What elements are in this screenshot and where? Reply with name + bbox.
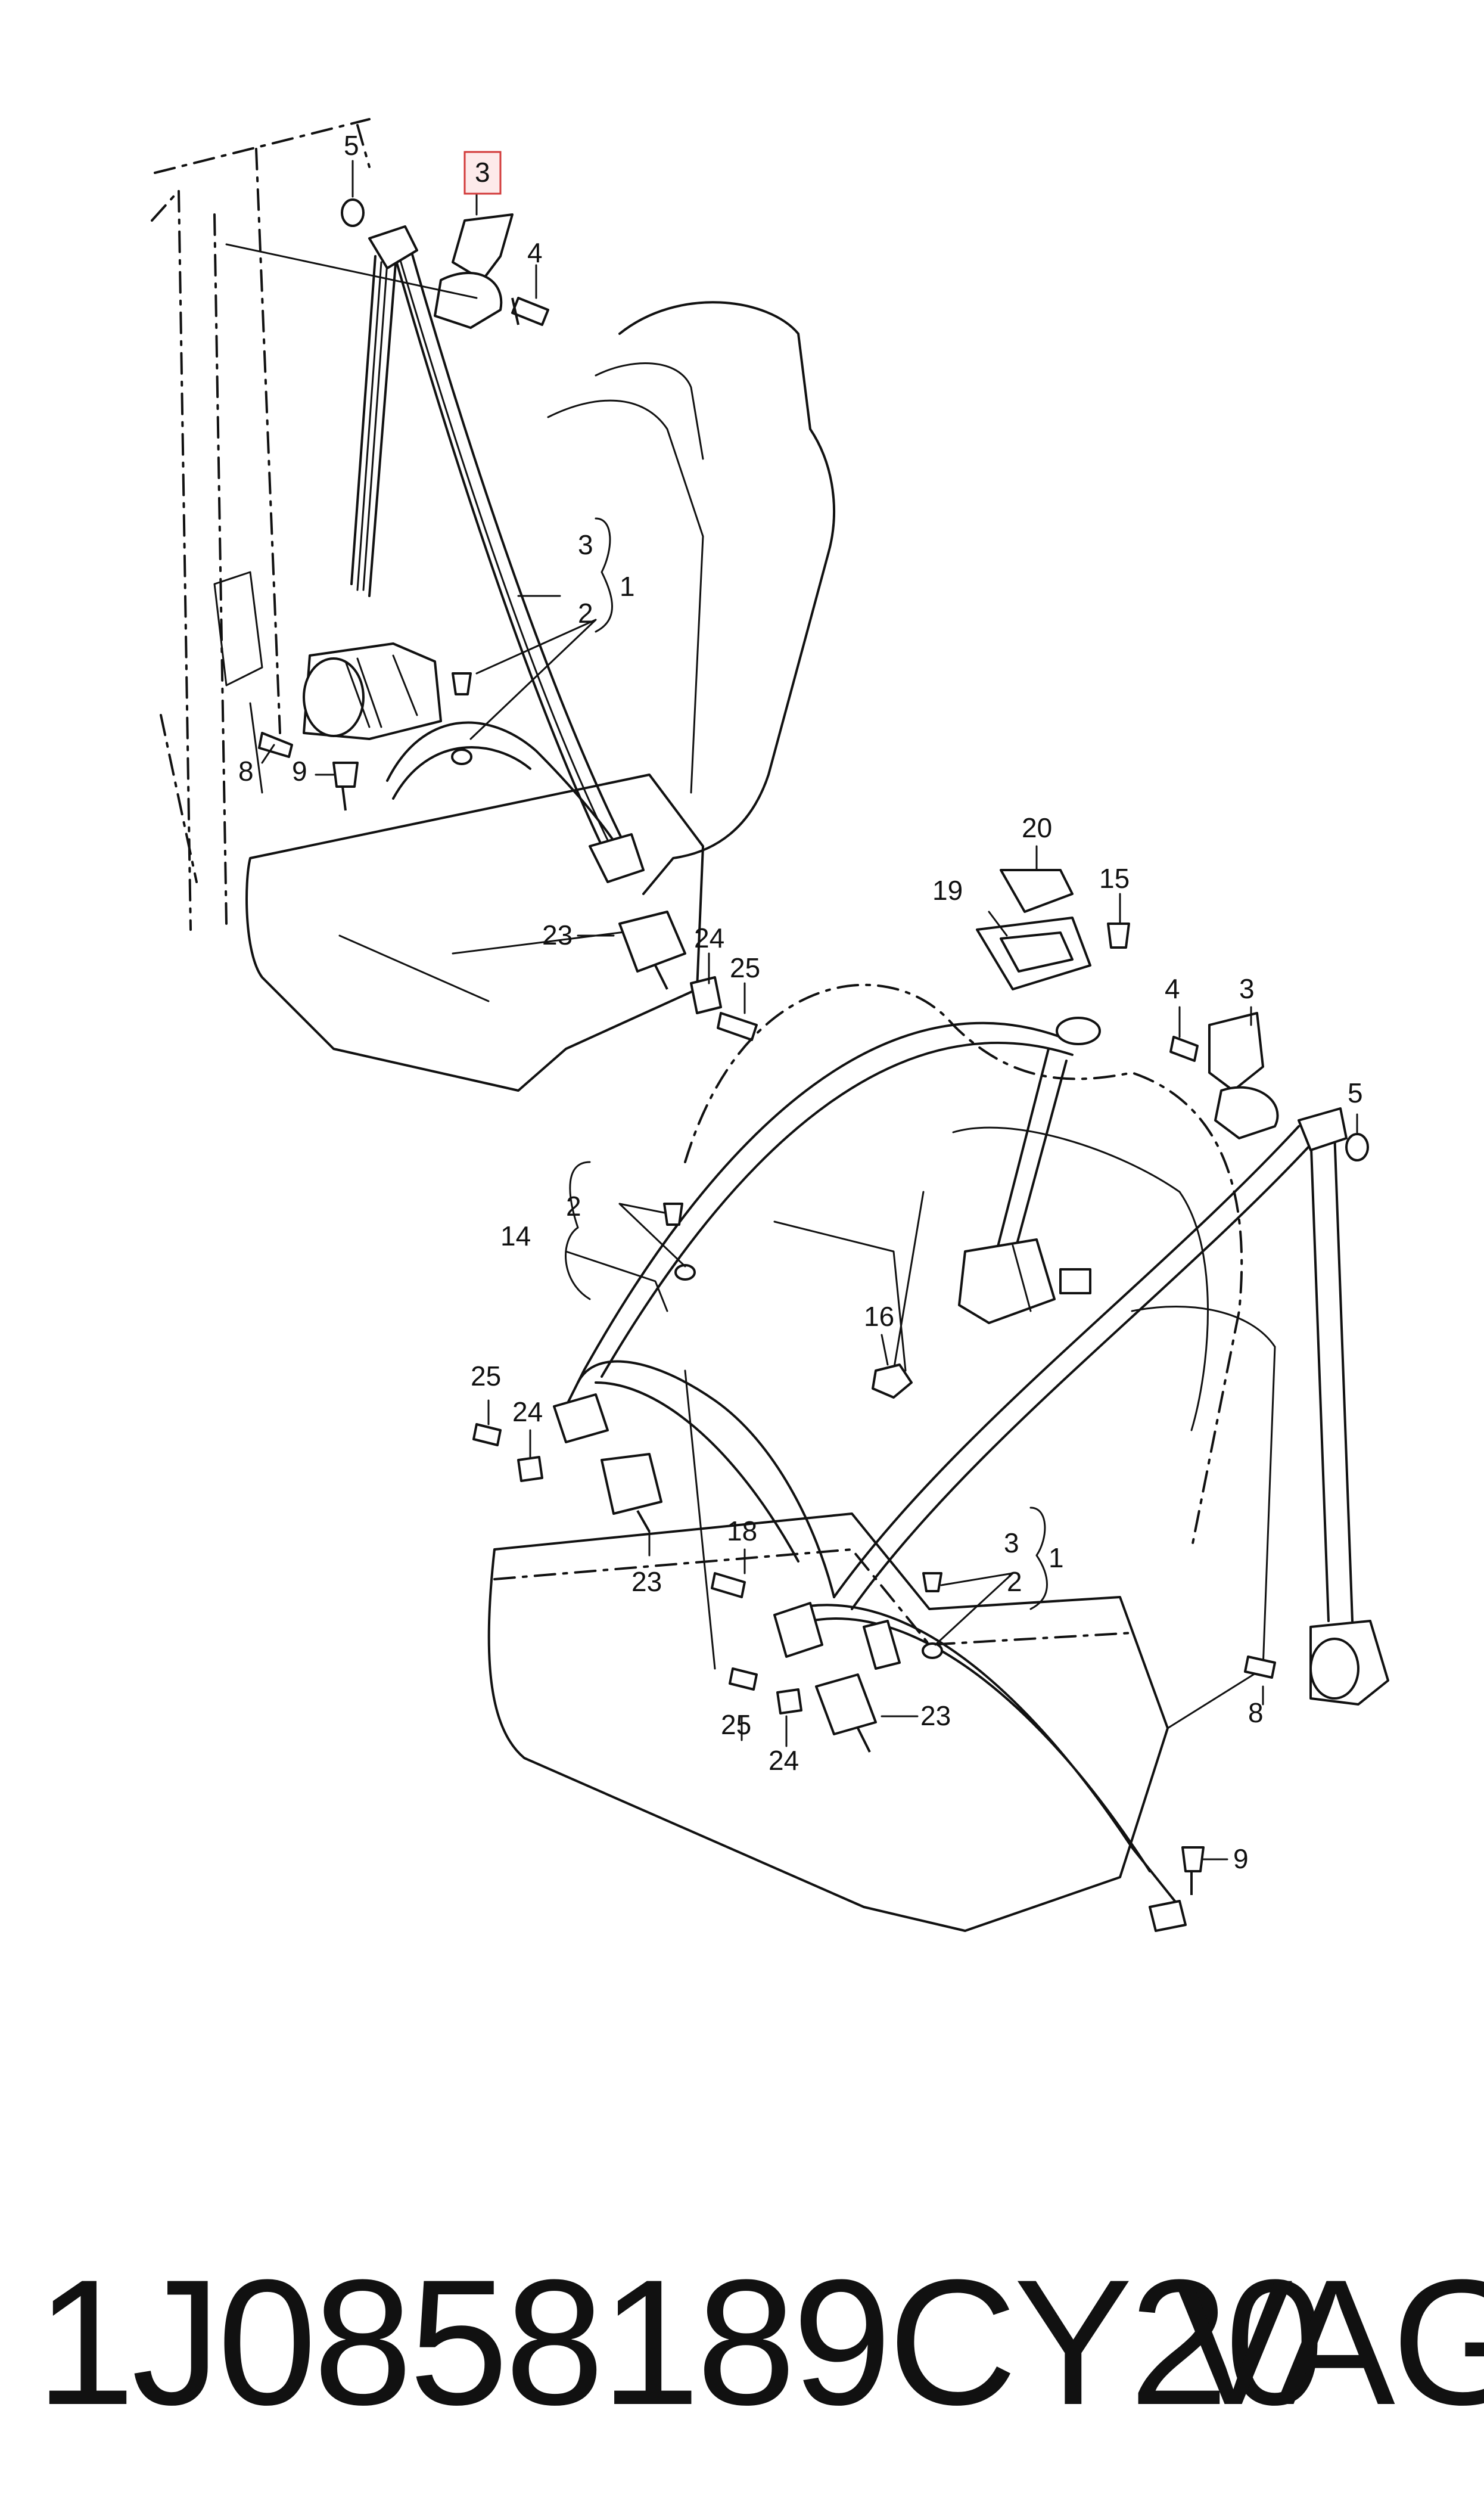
bolt-18: [711, 1572, 746, 1598]
bolt-8-upper: [258, 732, 293, 758]
callout-23-lower-bottom: 23: [920, 1700, 951, 1731]
callout-3: 3: [578, 529, 593, 560]
callout-2-lower-right: 2: [1007, 1566, 1022, 1597]
callout-2-lower-left: 2: [566, 1191, 581, 1222]
cover-20: [1000, 869, 1074, 913]
callout-8: 8: [238, 756, 254, 787]
pillar-trim: [213, 571, 263, 794]
outboard-retractor: [1309, 1620, 1389, 1706]
tongue-upper: [589, 833, 645, 883]
washer-2-lower-right: [922, 1642, 943, 1659]
buckle-23-lower-left: [601, 1453, 662, 1532]
callout-19: 19: [932, 875, 963, 906]
front-seat-cushion: [245, 774, 704, 1092]
outboard-anchor: [1298, 1107, 1348, 1151]
bolt-9-lower: [1181, 1846, 1205, 1895]
bolt-4-upper: [511, 297, 549, 326]
parts-diagram: 5 3 4 3 1 2 8 9 23 24 25: [151, 118, 1389, 1932]
callout-25-lower-bottom: 25: [721, 1709, 751, 1740]
bracket-24-lower-left: [517, 1456, 543, 1482]
bolt-9-upper: [332, 762, 359, 811]
b-pillar-outline: [151, 118, 371, 931]
ceiling-anchor: [1056, 1017, 1101, 1045]
bolt-15: [1107, 923, 1130, 949]
callout-3-lower: 3: [1239, 973, 1255, 1004]
washer-5-upper: [341, 198, 365, 227]
bolt-2-lower-right: [922, 1572, 942, 1592]
nut-16: [872, 1363, 913, 1399]
rear-seat-backrest-outline: [684, 983, 1243, 1551]
callout-15: 15: [1099, 863, 1130, 894]
lower-assembly: 20 19 15 4 3 5 2 14 16 25 24 23 18 3 1 2…: [471, 812, 1389, 1932]
guide-loop-lower: [1214, 1086, 1279, 1139]
buckle-23-upper: [618, 911, 686, 990]
callout-9: 9: [292, 756, 307, 787]
tongue-left: [553, 1393, 609, 1443]
upper-guide-loop: [434, 272, 503, 329]
callout-16: 16: [864, 1301, 894, 1332]
callout-4-lower: 4: [1165, 973, 1180, 1004]
bolt-25-upper: [717, 1012, 758, 1041]
callout-24: 24: [694, 923, 724, 953]
bracket-3-lower: [1208, 1012, 1264, 1092]
callout-1: 1: [620, 571, 635, 602]
callout-14: 14: [500, 1220, 531, 1251]
center-belt-webbing: [559, 1021, 1074, 1420]
brand-name: VAG: [1174, 2242, 1484, 2442]
bracket-24-upper: [690, 976, 722, 1014]
upper-assembly: 5 3 4 3 1 2 8 9 23 24 25: [151, 118, 835, 1092]
callout-23-lower-left: 23: [631, 1566, 662, 1597]
tongue-right: [863, 1620, 901, 1670]
callout-9-lower: 9: [1233, 1843, 1249, 1874]
washer-2-upper: [451, 748, 472, 765]
outboard-belt-webbing: [833, 1125, 1354, 1622]
stud-16: [1059, 1268, 1091, 1294]
callout-24-lower-bottom: 24: [769, 1745, 799, 1776]
callout-5: 5: [344, 130, 359, 161]
washer-2-lower-left: [674, 1264, 696, 1281]
bracket-24-lower-bottom: [776, 1688, 802, 1714]
callout-4: 4: [527, 237, 543, 268]
bolt-2-lower-left: [663, 1203, 683, 1226]
part-number-caption: 1J0858189CY20 VAG: [36, 2242, 1484, 2442]
upper-lap-belt: [386, 721, 633, 871]
tongue-center: [773, 1602, 823, 1658]
rear-seat-backrest: [892, 1126, 1276, 1729]
center-retractor: [958, 1238, 1056, 1324]
washer-5-lower: [1345, 1133, 1369, 1161]
callout-3-lower-brace: 3: [1004, 1527, 1019, 1558]
callout-3-highlighted: 3: [475, 157, 490, 188]
trim-19: [976, 917, 1091, 990]
bolt-25-lower-left: [472, 1423, 502, 1446]
callout-5-lower: 5: [1348, 1077, 1363, 1108]
rear-seat-cushion: [487, 1512, 1169, 1932]
bolt-8-lower: [1244, 1655, 1276, 1679]
callout-1-lower: 1: [1049, 1542, 1064, 1573]
floor-anchor: [1149, 1900, 1187, 1932]
front-seat-backrest: [618, 301, 835, 895]
upper-belt-webbing: [350, 249, 627, 859]
callout-25: 25: [730, 952, 760, 983]
callout-2: 2: [578, 598, 593, 629]
highlight-box: [463, 151, 502, 195]
upper-bracket-3: [452, 213, 514, 281]
callout-23: 23: [542, 920, 573, 951]
bolt-4-lower: [1169, 1036, 1199, 1062]
callout-25-lower-left: 25: [471, 1361, 501, 1391]
bolt-25-lower-bottom: [729, 1667, 758, 1691]
callout-24-lower-left: 24: [512, 1396, 543, 1427]
buckle-23-lower-bottom: [815, 1673, 877, 1753]
upper-anchor-plate: [368, 225, 418, 269]
callout-20: 20: [1022, 812, 1052, 843]
callout-8-lower: 8: [1248, 1697, 1264, 1728]
callout-18: 18: [727, 1515, 757, 1546]
upper-retractor: [303, 642, 442, 740]
bolt-2-upper: [452, 672, 472, 695]
part-number: 1J0858189CY20: [36, 2242, 1324, 2442]
